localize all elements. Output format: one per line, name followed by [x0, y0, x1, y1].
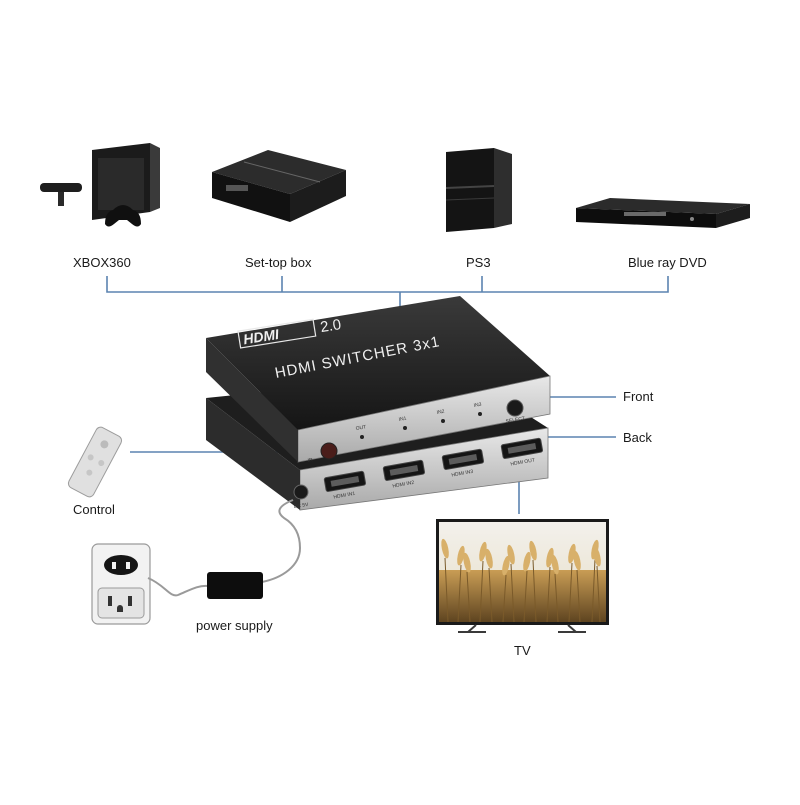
ir-receiver-icon — [320, 442, 338, 460]
back-label: Back — [623, 430, 652, 445]
ir-label: IR — [307, 457, 313, 464]
select-label: SELECT — [505, 416, 525, 425]
front-led-indicators: OUT IN1 IN2 IN3 — [355, 402, 482, 439]
xbox360-device — [40, 143, 160, 227]
source-label-blu-ray: Blue ray DVD — [628, 255, 707, 270]
hdmi-port-label: HDMI OUT — [510, 457, 535, 467]
back-hdmi-ports: HDMI IN1 HDMI IN2 HDMI IN3 HDMI OUT — [323, 437, 545, 502]
power-supply-label: power supply — [196, 618, 273, 633]
remote-control — [67, 426, 123, 498]
led-label: IN2 — [436, 409, 445, 416]
tv-display — [436, 519, 609, 633]
hdmi-port[interactable]: HDMI IN2 — [382, 459, 427, 491]
source-label-ps3: PS3 — [466, 255, 491, 270]
dc-power-jack-icon — [293, 484, 309, 500]
led-label: OUT — [355, 424, 366, 432]
hdmi-port[interactable]: HDMI OUT — [500, 437, 545, 469]
led-indicator — [403, 426, 407, 430]
hdmi-port-label: HDMI IN1 — [333, 491, 356, 501]
led-label: IN1 — [398, 416, 407, 423]
dc-label: DC 5V — [293, 502, 309, 510]
set-top-box-device — [212, 150, 346, 222]
hdmi-port[interactable]: HDMI IN1 — [323, 470, 368, 502]
device-brand-logo: HDMI — [242, 326, 281, 348]
led-indicator — [441, 419, 445, 423]
hdmi-port-label: HDMI IN3 — [451, 469, 474, 479]
source-bus-line — [106, 276, 669, 293]
source-label-set-top-box: Set-top box — [245, 255, 312, 270]
select-button[interactable] — [506, 399, 524, 417]
front-label: Front — [623, 389, 654, 404]
hdmi-port[interactable]: HDMI IN3 — [441, 448, 486, 480]
led-indicator — [478, 412, 482, 416]
led-indicator — [360, 435, 364, 439]
tv-label: TV — [514, 643, 531, 658]
power-cable — [147, 499, 302, 597]
power-adapter — [207, 572, 263, 599]
wheat-field-image — [441, 538, 601, 623]
device-version: 2.0 — [319, 316, 342, 336]
ps3-device — [445, 148, 512, 232]
blu-ray-player-device — [576, 198, 750, 228]
wall-outlet — [91, 543, 151, 625]
hdmi-switcher-device: HDMI 2.0 HDMI SWITCHER 3x1 IR OUTIN1IN2I… — [206, 296, 551, 511]
hdmi-port-label: HDMI IN2 — [392, 480, 415, 490]
source-label-xbox360: XBOX360 — [73, 255, 131, 270]
led-label: IN3 — [473, 402, 482, 409]
control-label: Control — [73, 502, 115, 517]
